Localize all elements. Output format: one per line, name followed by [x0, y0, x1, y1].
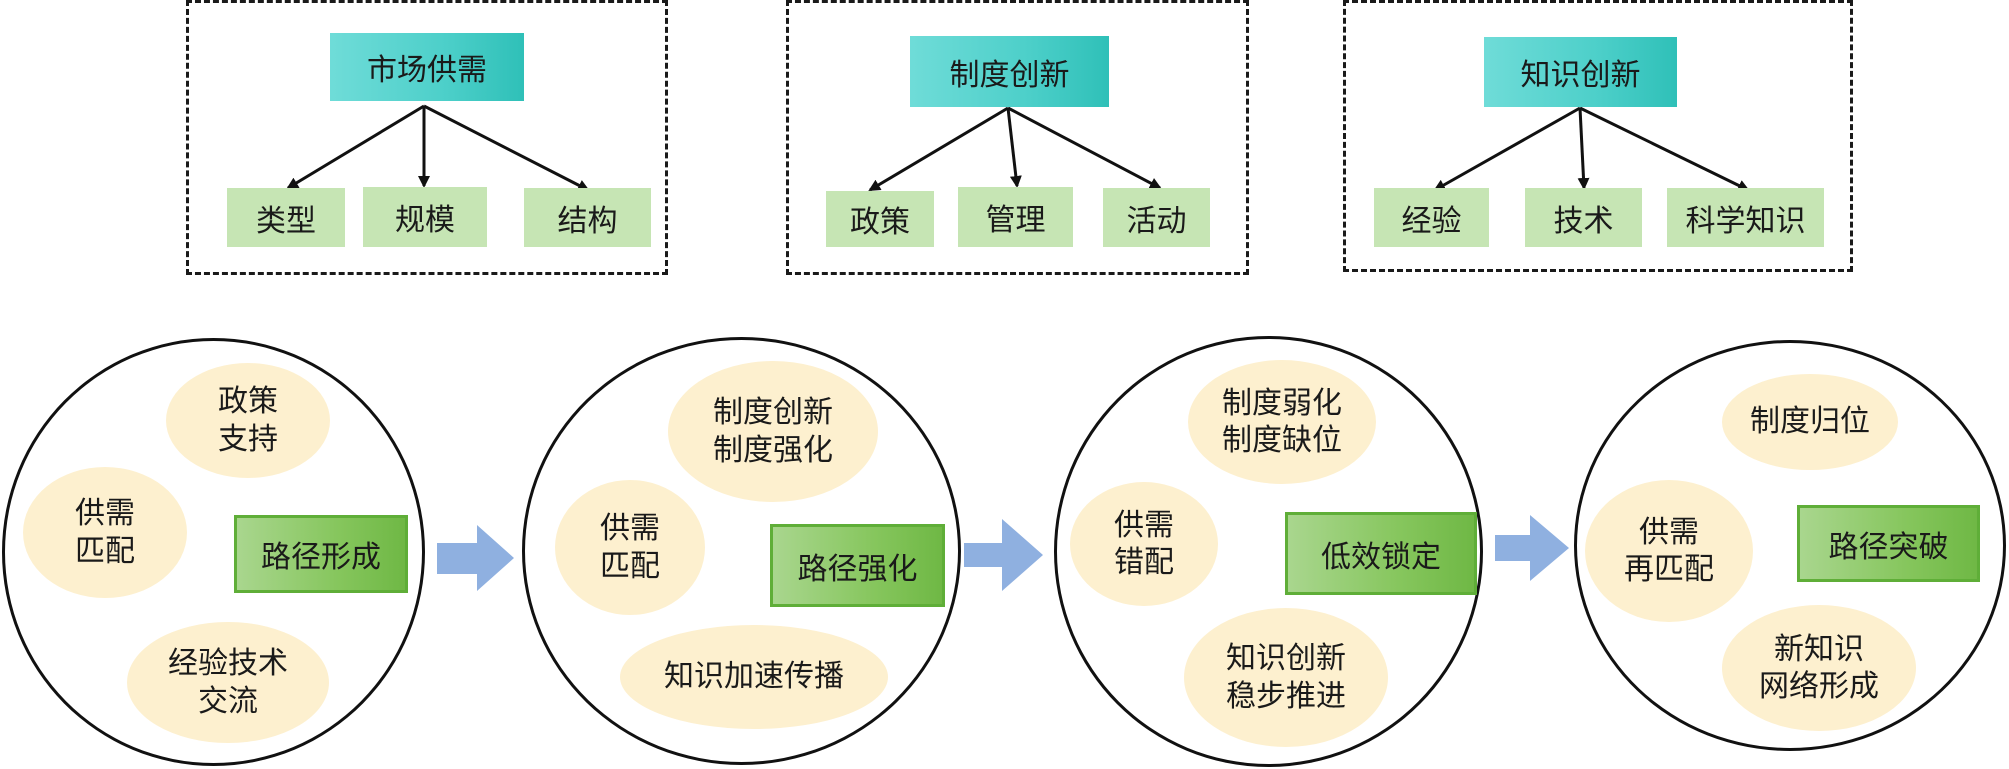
group-leaf: 经验 — [1374, 188, 1489, 247]
connector-line — [868, 106, 1009, 192]
bubble-policy: 政策 支持 — [166, 363, 330, 478]
group-leaf: 技术 — [1525, 188, 1642, 247]
stage-label: 低效锁定 — [1285, 512, 1477, 595]
flow-arrow-3 — [1495, 515, 1569, 581]
stage-label: 路径形成 — [234, 515, 408, 593]
group-leaf: 类型 — [227, 188, 345, 247]
group-head: 知识创新 — [1484, 37, 1677, 107]
bubble-institution: 制度归位 — [1722, 374, 1898, 470]
bubble-knowledge: 知识创新 稳步推进 — [1184, 608, 1388, 747]
connector-line — [1006, 107, 1022, 188]
group-leaf: 结构 — [524, 188, 651, 247]
bubble-supply-demand: 供需 错配 — [1070, 482, 1218, 606]
group-box-market — [186, 0, 668, 275]
stage-label: 路径突破 — [1797, 505, 1980, 582]
group-leaf: 科学知识 — [1667, 188, 1824, 247]
bubble-supply-demand: 供需 匹配 — [555, 480, 705, 615]
group-head: 市场供需 — [330, 33, 524, 101]
flow-arrow-2 — [964, 519, 1043, 591]
bubble-knowledge: 新知识 网络形成 — [1722, 605, 1916, 731]
flow-arrow-1 — [437, 525, 514, 591]
connector-line — [423, 104, 590, 192]
group-box-institution — [786, 0, 1249, 275]
connector-line — [1433, 106, 1581, 192]
group-leaf: 活动 — [1103, 188, 1210, 247]
bubble-supply-demand: 供需 再匹配 — [1585, 480, 1753, 622]
group-head: 制度创新 — [910, 36, 1109, 107]
connector-line — [1007, 106, 1162, 190]
bubble-supply-demand: 供需 匹配 — [23, 467, 187, 598]
bubble-knowledge: 知识加速传播 — [620, 625, 888, 729]
connector-line — [1579, 106, 1750, 192]
bubble-institution: 制度创新 制度强化 — [668, 361, 878, 502]
bubble-institution: 制度弱化 制度缺位 — [1188, 360, 1376, 484]
stage-label: 路径强化 — [770, 524, 945, 607]
connector-line — [286, 104, 425, 190]
group-leaf: 管理 — [958, 187, 1073, 247]
group-box-knowledge — [1343, 0, 1853, 272]
bubble-knowledge: 经验技术 交流 — [127, 622, 329, 743]
group-leaf: 规模 — [363, 187, 487, 247]
connector-line — [1577, 107, 1590, 190]
group-leaf: 政策 — [826, 191, 934, 247]
